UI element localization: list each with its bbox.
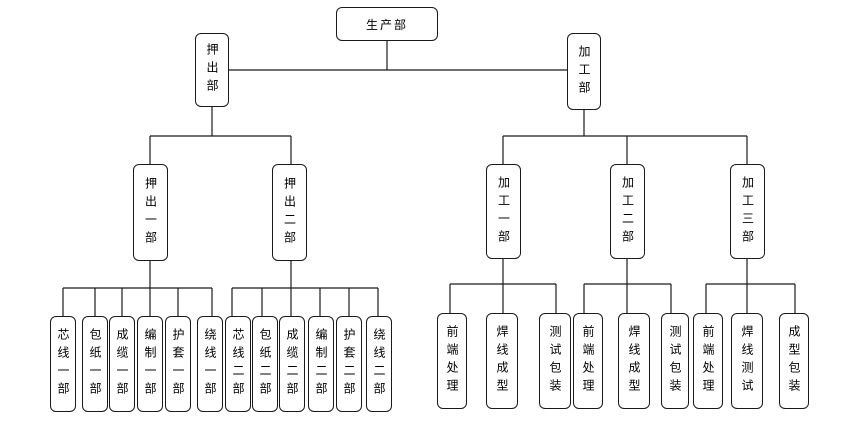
node-unit: 芯线一部: [50, 316, 76, 412]
node-dept-extrusion-1: 押出一部: [133, 164, 168, 261]
node-unit: 测试包装: [661, 313, 689, 409]
node-label: 绕线二部: [372, 328, 386, 400]
node-label: 前端处理: [445, 325, 459, 397]
node-label: 加工一部: [496, 175, 511, 248]
node-label: 成缆二部: [285, 328, 299, 400]
node-label: 焊线测试: [740, 325, 754, 397]
node-root: 生产部: [336, 7, 438, 41]
node-unit: 包纸一部: [82, 316, 108, 412]
node-unit: 前端处理: [437, 313, 467, 409]
node-unit: 编制一部: [137, 316, 163, 412]
node-unit: 测试包装: [539, 313, 571, 409]
node-label: 前端处理: [581, 325, 595, 397]
node-unit: 编制二部: [308, 316, 334, 412]
node-label: 押出部: [205, 43, 219, 97]
node-label: 测试包装: [548, 325, 562, 397]
node-label: 护套一部: [171, 328, 185, 400]
node-unit: 成型包装: [779, 313, 809, 409]
node-dept-processing-3: 加工三部: [730, 164, 765, 259]
node-unit: 焊线测试: [731, 313, 763, 409]
node-unit: 成缆一部: [109, 316, 135, 412]
node-unit: 绕线一部: [197, 316, 223, 412]
node-unit: 绕线二部: [366, 316, 392, 412]
node-dept-processing-1: 加工一部: [486, 164, 521, 259]
node-label: 包纸一部: [88, 328, 102, 400]
node-unit: 包纸二部: [252, 316, 278, 412]
node-dept-processing-2: 加工二部: [610, 164, 645, 259]
node-unit: 芯线二部: [225, 316, 251, 412]
node-label: 测试包装: [668, 325, 682, 397]
node-unit: 护套二部: [336, 316, 362, 412]
node-division-extrusion: 押出部: [195, 33, 229, 107]
node-label: 焊线成型: [627, 325, 641, 397]
node-label: 生产部: [365, 17, 408, 32]
node-unit: 焊线成型: [486, 313, 518, 409]
node-label: 绕线一部: [203, 328, 217, 400]
node-label: 成缆一部: [115, 328, 129, 400]
node-unit: 护套一部: [165, 316, 191, 412]
node-unit: 前端处理: [573, 313, 603, 409]
node-dept-extrusion-2: 押出二部: [272, 164, 307, 261]
node-label: 芯线二部: [231, 328, 245, 400]
node-unit: 成缆二部: [279, 316, 305, 412]
node-label: 押出一部: [143, 176, 158, 249]
node-label: 护套二部: [342, 328, 356, 400]
node-label: 加工二部: [620, 175, 635, 248]
node-label: 焊线成型: [495, 325, 509, 397]
node-label: 前端处理: [701, 325, 715, 397]
node-label: 编制二部: [314, 328, 328, 400]
node-unit: 前端处理: [693, 313, 723, 409]
node-label: 加工三部: [740, 175, 755, 248]
node-label: 包纸二部: [258, 328, 272, 400]
node-label: 编制一部: [143, 328, 157, 400]
node-unit: 焊线成型: [618, 313, 650, 409]
node-label: 芯线一部: [56, 328, 70, 400]
node-label: 成型包装: [787, 325, 801, 397]
node-division-processing: 加工部: [567, 33, 601, 110]
node-label: 押出二部: [282, 176, 297, 249]
node-label: 加工部: [577, 44, 591, 99]
